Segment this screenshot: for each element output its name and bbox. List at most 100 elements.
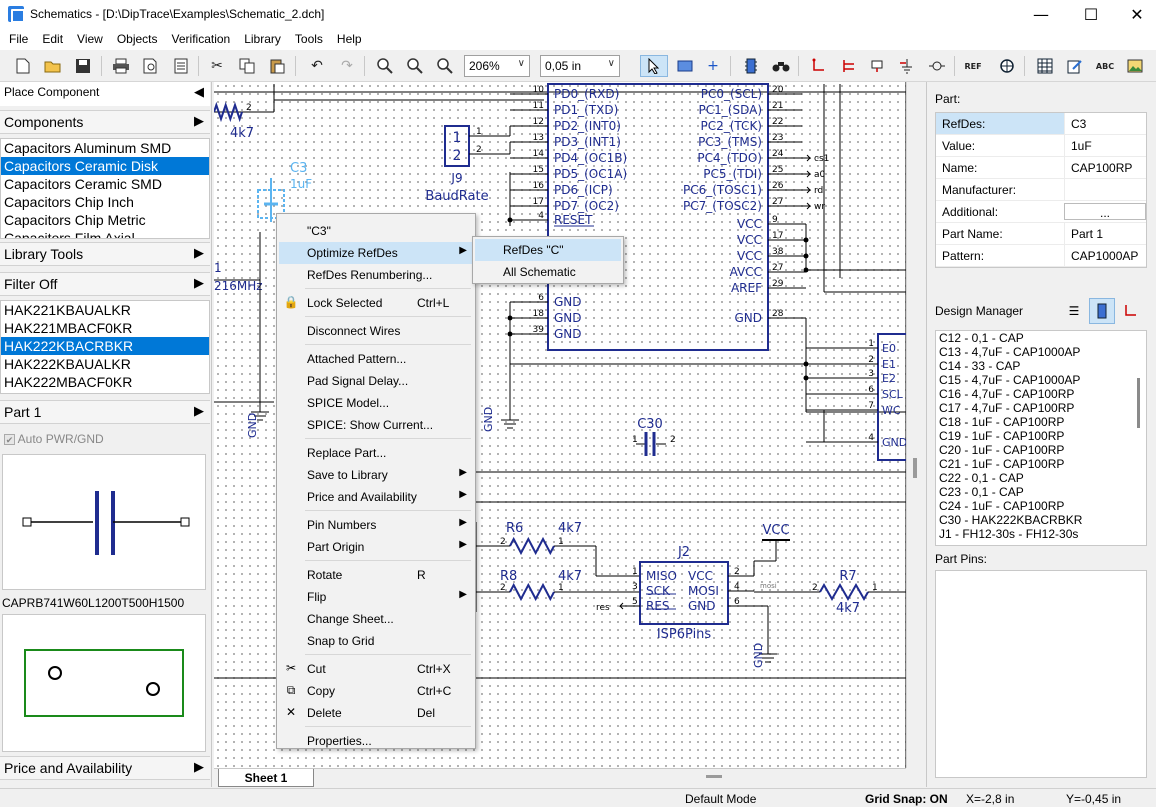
- document-icon[interactable]: [170, 55, 192, 77]
- part-dropdown[interactable]: Part 1 ▶: [0, 400, 210, 424]
- dm-list-item[interactable]: C12 - 0,1 - CAP: [939, 331, 1024, 345]
- edit-properties-icon[interactable]: [1064, 55, 1086, 77]
- grid-size-select[interactable]: 0,05 in∨: [540, 55, 620, 77]
- bus-connection-icon[interactable]: [926, 55, 948, 77]
- menu-item-properties[interactable]: Properties...: [279, 730, 473, 752]
- horizontal-scroll-grip[interactable]: [706, 775, 722, 778]
- category-item[interactable]: Capacitors Film Axial: [4, 230, 135, 239]
- place-part-icon[interactable]: [740, 55, 762, 77]
- menu-verification[interactable]: Verification: [171, 32, 231, 46]
- menu-file[interactable]: File: [9, 32, 29, 46]
- bus-tool-icon[interactable]: [838, 55, 860, 77]
- dm-list-item[interactable]: C13 - 4,7uF - CAP1000AP: [939, 345, 1081, 359]
- vertical-scrollbar[interactable]: [906, 82, 924, 768]
- property-row[interactable]: Additional:...: [936, 201, 1146, 223]
- zoom-in-icon[interactable]: [374, 55, 396, 77]
- part-list-item[interactable]: HAK222KBACRBKR: [1, 337, 209, 355]
- open-folder-icon[interactable]: [42, 55, 64, 77]
- dm-list-item[interactable]: C23 - 0,1 - CAP: [939, 485, 1024, 499]
- dm-list-item[interactable]: J1 - FH12-30s - FH12-30s: [939, 527, 1079, 541]
- dm-list-item[interactable]: C24 - 1uF - CAP100RP: [939, 499, 1065, 513]
- close-button[interactable]: ✕: [1130, 4, 1144, 24]
- menu-item-flip[interactable]: Flip▶: [279, 586, 473, 608]
- property-row[interactable]: Value:1uF: [936, 135, 1146, 157]
- property-value[interactable]: 1uF: [1064, 135, 1146, 156]
- category-item[interactable]: Capacitors Ceramic Disk: [1, 157, 209, 175]
- menu-view[interactable]: View: [77, 32, 103, 46]
- find-binoculars-icon[interactable]: [770, 55, 792, 77]
- dm-scrollbar-thumb[interactable]: [1137, 378, 1140, 428]
- property-row[interactable]: Name:CAP100RP: [936, 157, 1146, 179]
- menu-objects[interactable]: Objects: [116, 32, 158, 46]
- components-dropdown[interactable]: Components ▶: [0, 110, 210, 134]
- dm-list-item[interactable]: C22 - 0,1 - CAP: [939, 471, 1024, 485]
- paste-icon[interactable]: [266, 55, 288, 77]
- menu-item-disconnect-wires[interactable]: Disconnect Wires: [279, 320, 473, 342]
- library-tools-dropdown[interactable]: Library Tools ▶: [0, 242, 210, 266]
- category-item[interactable]: Capacitors Chip Inch: [4, 194, 134, 210]
- category-item[interactable]: Capacitors Ceramic SMD: [4, 176, 162, 192]
- pcb-layout-icon[interactable]: [996, 55, 1018, 77]
- cut-icon[interactable]: ✂: [211, 58, 223, 74]
- dm-components-view-icon[interactable]: [1089, 298, 1115, 324]
- category-item[interactable]: Capacitors Chip Metric: [4, 212, 146, 228]
- category-item[interactable]: Capacitors Aluminum SMD: [4, 140, 172, 156]
- menu-item-attached-pattern[interactable]: Attached Pattern...: [279, 348, 473, 370]
- dm-list-item[interactable]: C20 - 1uF - CAP100RP: [939, 443, 1065, 457]
- zoom-select[interactable]: 206%∨: [464, 55, 530, 77]
- category-list[interactable]: Capacitors Aluminum SMD Capacitors Ceram…: [0, 138, 210, 239]
- crosshair-icon[interactable]: +: [707, 58, 719, 74]
- menu-item-spice-model[interactable]: SPICE Model...: [279, 392, 473, 414]
- dm-list-item[interactable]: C17 - 4,7uF - CAP100RP: [939, 401, 1075, 415]
- menu-item-change-sheet[interactable]: Change Sheet...: [279, 608, 473, 630]
- auto-pwr-checkbox[interactable]: ✔ Auto PWR/GND: [4, 432, 104, 446]
- text-tool-icon[interactable]: ABC: [1095, 61, 1115, 71]
- menu-item-c3[interactable]: "C3": [279, 220, 473, 242]
- submenu-refdes-c[interactable]: RefDes "C": [475, 239, 621, 261]
- save-icon[interactable]: [72, 55, 94, 77]
- property-value[interactable]: C3: [1064, 113, 1146, 134]
- sheet-tab[interactable]: Sheet 1: [218, 769, 314, 787]
- net-port-icon[interactable]: [868, 55, 890, 77]
- new-file-icon[interactable]: [12, 55, 34, 77]
- price-availability-dropdown[interactable]: Price and Availability ▶: [0, 756, 210, 780]
- wire-tool-icon[interactable]: [808, 55, 830, 77]
- part-list-item[interactable]: HAK221KBAUALKR: [4, 302, 131, 318]
- part-pins-list[interactable]: [935, 570, 1147, 778]
- property-row[interactable]: Pattern:CAP1000AP: [936, 245, 1146, 267]
- menu-item-refdes-renumbering[interactable]: RefDes Renumbering...: [279, 264, 473, 286]
- property-value[interactable]: Part 1: [1064, 223, 1146, 244]
- minimize-button[interactable]: —: [1033, 4, 1049, 24]
- menu-help[interactable]: Help: [336, 32, 362, 46]
- part-list-item[interactable]: HAK222MBACF0KR: [4, 374, 133, 390]
- dm-nets-view-icon[interactable]: [1121, 300, 1143, 322]
- select-pointer-icon[interactable]: [640, 55, 668, 77]
- power-gnd-icon[interactable]: [896, 55, 918, 77]
- collapse-left-icon[interactable]: ◀: [194, 84, 204, 99]
- menu-item-pin-numbers[interactable]: Pin Numbers▶: [279, 514, 473, 536]
- part-list[interactable]: HAK221KBAUALKR HAK221MBACF0KR HAK222KBAC…: [0, 300, 210, 394]
- part-list-item[interactable]: HAK221MBACF0KR: [4, 320, 133, 336]
- property-row[interactable]: RefDes:C3: [936, 113, 1146, 135]
- property-row[interactable]: Manufacturer:: [936, 179, 1146, 201]
- menu-item-optimize-refdes[interactable]: Optimize RefDes▶: [279, 242, 473, 264]
- menu-item-snap-to-grid[interactable]: Snap to Grid: [279, 630, 473, 652]
- menu-tools[interactable]: Tools: [294, 32, 323, 46]
- part-list-item[interactable]: HAK222KBAUALKR: [4, 356, 131, 372]
- menu-item-pad-signal-delay[interactable]: Pad Signal Delay...: [279, 370, 473, 392]
- dm-list-view-icon[interactable]: ☰: [1068, 304, 1080, 318]
- additional-button[interactable]: ...: [1064, 203, 1146, 220]
- status-grid-snap[interactable]: Grid Snap: ON: [865, 792, 948, 806]
- menu-item-spice-show-current[interactable]: SPICE: Show Current...: [279, 414, 473, 436]
- menu-library[interactable]: Library: [244, 32, 281, 46]
- dm-list-item[interactable]: C16 - 4,7uF - CAP100RP: [939, 387, 1075, 401]
- menu-edit[interactable]: Edit: [42, 32, 64, 46]
- property-value[interactable]: [1064, 179, 1146, 200]
- print-preview-icon[interactable]: [140, 55, 162, 77]
